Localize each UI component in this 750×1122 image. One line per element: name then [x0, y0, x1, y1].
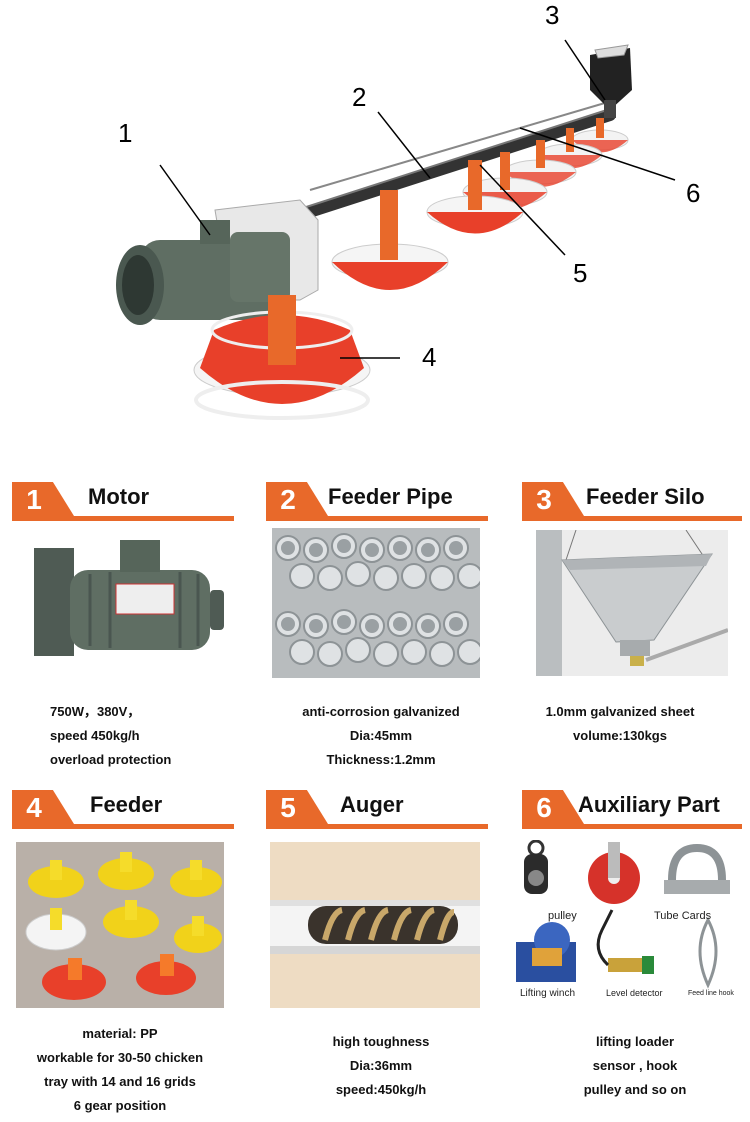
pulley-icon — [524, 840, 548, 894]
section-number: 5 — [280, 792, 296, 823]
tube-clamp-icon — [664, 843, 730, 894]
spec-line: anti-corrosion galvanized — [302, 704, 460, 719]
section-number: 3 — [536, 484, 552, 515]
spec-line: Dia:45mm — [349, 728, 413, 743]
aux-label-level-detector: Level detector — [606, 988, 663, 998]
section-header-auger: 5 Auger — [266, 790, 488, 832]
feeder-description: material: PP workable for 30-50 chicken … — [10, 1022, 230, 1118]
section-header-motor: 1 Motor — [12, 482, 234, 524]
red-pulley-icon — [588, 842, 640, 904]
callout-1: 1 — [118, 118, 133, 148]
section-number: 4 — [26, 792, 42, 823]
section-title: Feeder — [90, 792, 163, 817]
spec-line: workable for 30-50 chicken — [36, 1050, 204, 1065]
spec-line: high toughness — [332, 1034, 430, 1049]
level-detector-icon — [596, 909, 654, 974]
spec-line: 750W，380V， — [50, 704, 141, 719]
spec-line: 1.0mm galvanized sheet — [545, 704, 695, 719]
feeder-tray-front — [193, 295, 371, 420]
feeding-system-diagram: 1 2 3 4 5 6 — [0, 0, 750, 440]
spec-line: tray with 14 and 16 grids — [44, 1074, 196, 1089]
lifting-winch-icon — [516, 922, 576, 982]
section-title: Auxiliary Part — [578, 792, 720, 817]
callout-2: 2 — [352, 82, 367, 112]
spec-line: speed 450kg/h — [50, 728, 140, 743]
callout-3: 3 — [545, 0, 560, 30]
callout-4: 4 — [422, 342, 437, 372]
auger-photo — [270, 842, 480, 1008]
spec-line: volume:130kgs — [573, 728, 667, 743]
aux-label-tube-cards: Tube Cards — [654, 910, 712, 922]
aux-label-feed-line-hook: Feed line hook — [688, 990, 734, 997]
auxiliary-parts-photo: pulley Tube Cards Lifting winch Level de… — [512, 840, 742, 1010]
motor-illustration — [116, 220, 290, 325]
feeder-pipe-description: anti-corrosion galvanized Dia:45mm Thick… — [266, 700, 496, 772]
section-title: Motor — [88, 484, 150, 509]
spec-line: 6 gear position — [73, 1098, 167, 1113]
spec-line: lifting loader — [596, 1034, 674, 1049]
spec-line: Thickness:1.2mm — [326, 752, 436, 767]
spec-line: Dia:36mm — [349, 1058, 413, 1073]
section-header-feeder: 4 Feeder — [12, 790, 234, 832]
section-header-feeder-silo: 3 Feeder Silo — [522, 482, 742, 524]
auxiliary-part-description: lifting loader sensor , hook pulley and … — [530, 1030, 740, 1102]
section-number: 2 — [280, 484, 296, 515]
section-title: Feeder Silo — [586, 484, 705, 509]
section-title: Feeder Pipe — [328, 484, 453, 509]
feeder-silo-description: 1.0mm galvanized sheet volume:130kgs — [515, 700, 725, 748]
spec-line: pulley and so on — [583, 1082, 687, 1097]
feeder-silo-photo — [536, 530, 728, 676]
section-header-auxiliary-part: 6 Auxiliary Part — [522, 790, 742, 832]
section-title: Auger — [340, 792, 404, 817]
feeder-pipe-photo — [272, 528, 480, 678]
silo-hopper — [590, 44, 632, 118]
callout-6: 6 — [686, 178, 701, 208]
callout-5: 5 — [573, 258, 588, 288]
spec-line: sensor , hook — [592, 1058, 678, 1073]
auger-description: high toughness Dia:36mm speed:450kg/h — [276, 1030, 486, 1102]
aux-label-lifting-winch: Lifting winch — [520, 988, 576, 999]
motor-photo — [20, 530, 230, 670]
feed-line-hook-icon — [698, 916, 718, 989]
feeding-system-illustration — [116, 39, 676, 420]
section-header-feeder-pipe: 2 Feeder Pipe — [266, 482, 488, 524]
spec-line: material: PP — [82, 1026, 158, 1041]
aux-label-pulley: pulley — [548, 910, 577, 922]
section-number: 6 — [536, 792, 552, 823]
spec-line: overload protection — [50, 752, 172, 767]
spec-line: speed:450kg/h — [335, 1082, 427, 1097]
feeder-photo — [16, 842, 224, 1008]
motor-description: 750W，380V， speed 450kg/h overload protec… — [50, 700, 250, 772]
section-number: 1 — [26, 484, 42, 515]
